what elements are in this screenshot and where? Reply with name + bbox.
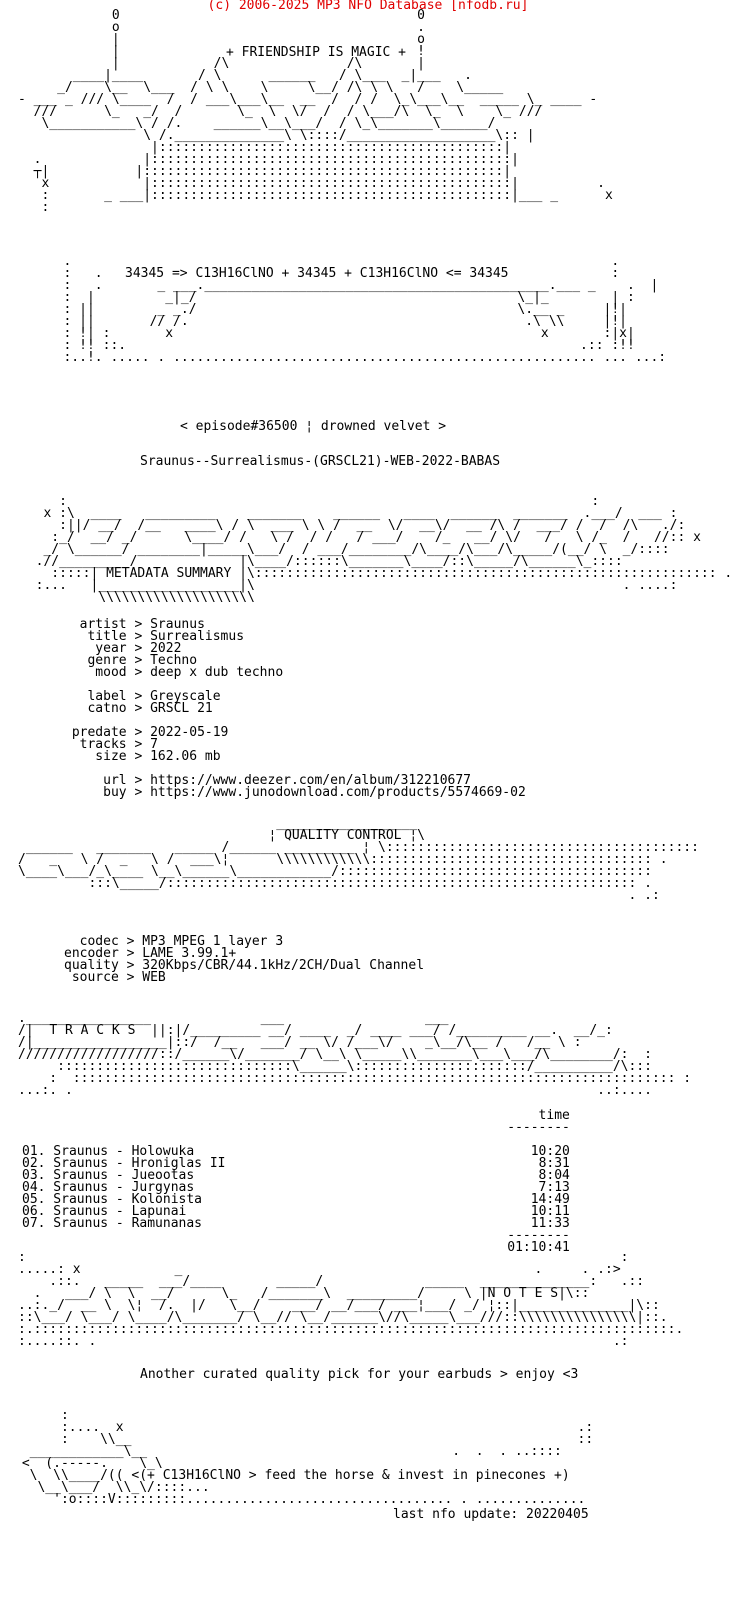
kv-value: 7 bbox=[150, 737, 158, 752]
metadata-logo: : : x :\ ____ _________ _______ ______ _… bbox=[35, 494, 733, 605]
track-row: 06. Sraunus - Lapunai 10:11 bbox=[22, 1204, 570, 1219]
track-title: 02. Sraunus - Hroniglas II bbox=[22, 1156, 226, 1171]
track-title: 05. Sraunus - Kolonista bbox=[22, 1192, 203, 1207]
kv-value: 2022 bbox=[150, 641, 182, 656]
kv-value: Sraunus bbox=[150, 617, 205, 632]
track-title: 06. Sraunus - Lapunai bbox=[22, 1204, 187, 1219]
notes-logo: : : .....: x _ . . .:> .::. _____ ___/__… bbox=[18, 1250, 684, 1349]
kv-value: Greyscale bbox=[150, 689, 221, 704]
notes-text: Another curated quality pick for your ea… bbox=[140, 1367, 579, 1382]
kv-row: title > Surrealismus bbox=[64, 629, 245, 644]
kv-key: label bbox=[64, 689, 127, 704]
kv-value: 162.06 mb bbox=[150, 749, 221, 764]
track-title: 03. Sraunus - Jueootas bbox=[22, 1168, 195, 1183]
kv-value: GRSCL 21 bbox=[150, 701, 213, 716]
track-time: 11:33 bbox=[202, 1216, 570, 1231]
formula-line: 34345 => C13H16ClNO + 34345 + C13H16ClNO… bbox=[125, 266, 509, 281]
quality-section-title: QUALITY CONTROL bbox=[284, 828, 402, 843]
kv-key: codec bbox=[64, 934, 119, 949]
notes-section-title: N O T E S bbox=[487, 1286, 559, 1301]
track-row: 07. Sraunus - Ramunanas 11:33 bbox=[22, 1216, 570, 1231]
track-title: 01. Sraunus - Holowuka bbox=[22, 1144, 195, 1159]
kv-key: predate bbox=[64, 725, 127, 740]
tracklist: time -------- 01. Sraunus - Holowuka 10:… bbox=[22, 1108, 570, 1255]
episode-line: < episode#36500 ¦ drowned velvet > bbox=[180, 419, 447, 434]
kv-row: url > https://www.deezer.com/en/album/31… bbox=[64, 773, 472, 788]
metadata-section-title: METADATA SUMMARY bbox=[106, 566, 232, 581]
arch-ascii-art: . . : . : : . _ ___.____________________… bbox=[63, 254, 667, 365]
kv-key: title bbox=[64, 629, 127, 644]
quality-logo: __________________ ¦ QUALITY CONTROL ¦\ … bbox=[18, 816, 699, 903]
kv-key: url bbox=[64, 773, 127, 788]
time-rule: -------- bbox=[22, 1228, 570, 1243]
release-name: Sraunus--Surrealismus-(GRSCL21)-WEB-2022… bbox=[140, 454, 501, 469]
footer-slogan: <(+ C13H16ClNO > feed the horse & invest… bbox=[131, 1468, 570, 1483]
kv-value: Techno bbox=[150, 653, 198, 668]
kv-key: year bbox=[64, 641, 127, 656]
track-row: 03. Sraunus - Jueootas 8:04 bbox=[22, 1168, 570, 1183]
kv-key: source bbox=[64, 970, 119, 985]
track-time: 8:31 bbox=[225, 1156, 570, 1171]
kv-value: 320Kbps/CBR/44.1kHz/2CH/Dual Channel bbox=[142, 958, 425, 973]
track-row: 02. Sraunus - Hroniglas II 8:31 bbox=[22, 1156, 570, 1171]
track-title: 04. Sraunus - Jurgynas bbox=[22, 1180, 195, 1195]
track-time: 7:13 bbox=[194, 1180, 570, 1195]
track-title: 07. Sraunus - Ramunanas bbox=[22, 1216, 203, 1231]
kv-row: encoder > LAME 3.99.1+ bbox=[64, 946, 237, 961]
track-time: 10:11 bbox=[186, 1204, 570, 1219]
kv-row: artist > Sraunus bbox=[64, 617, 205, 632]
track-row: 05. Sraunus - Kolonista 14:49 bbox=[22, 1192, 570, 1207]
kv-value: Surrealismus bbox=[150, 629, 245, 644]
track-time: 14:49 bbox=[202, 1192, 570, 1207]
kv-row: size > 162.06 mb bbox=[64, 749, 221, 764]
kv-key: size bbox=[64, 749, 127, 764]
track-time: 10:20 bbox=[194, 1144, 570, 1159]
kv-row: codec > MP3 MPEG 1 layer 3 bbox=[64, 934, 284, 949]
logo-tagline: + FRIENDSHIP IS MAGIC + bbox=[226, 45, 407, 60]
kv-row: source > WEB bbox=[64, 970, 166, 985]
kv-key: buy bbox=[64, 785, 127, 800]
nfo-header: (c) 2006-2025 MP3 NFO Database [nfodb.ru… bbox=[207, 0, 529, 13]
footer-art: : :.... x .: : \\__ :: ____________\__ bbox=[21, 1408, 594, 1507]
kv-row: predate > 2022-05-19 bbox=[64, 725, 229, 740]
last-update: last nfo update: 20220405 bbox=[393, 1507, 589, 1522]
kv-row: year > 2022 bbox=[64, 641, 182, 656]
kv-row: catno > GRSCL 21 bbox=[64, 701, 213, 716]
track-row: 01. Sraunus - Holowuka 10:20 bbox=[22, 1144, 570, 1159]
kv-row: genre > Techno bbox=[64, 653, 198, 668]
kv-row: buy > https://www.junodownload.com/produ… bbox=[64, 785, 526, 800]
kv-row: tracks > 7 bbox=[64, 737, 158, 752]
total-time: 01:10:41 bbox=[22, 1240, 570, 1255]
tracks-section-title: T R A C K S bbox=[49, 1023, 136, 1038]
kv-value: WEB bbox=[142, 970, 166, 985]
kv-row: mood > deep x dub techno bbox=[64, 665, 284, 680]
kv-key: genre bbox=[64, 653, 127, 668]
kv-row: quality > 320Kbps/CBR/44.1kHz/2CH/Dual C… bbox=[64, 958, 425, 973]
logo-ascii-art: 0 0 o . | o | ! bbox=[18, 8, 613, 215]
logo-art: 0 0 o . | o | ! bbox=[18, 8, 613, 215]
kv-value: https://www.deezer.com/en/album/31221067… bbox=[150, 773, 472, 788]
track-row: 04. Sraunus - Jurgynas 7:13 bbox=[22, 1180, 570, 1195]
metadata-list: artist > Sraunus title > Surrealismus ye… bbox=[64, 617, 526, 800]
kv-value: 2022-05-19 bbox=[150, 725, 229, 740]
tracks-logo: .________________ ___ ___ /| T R A C K S… bbox=[18, 1011, 692, 1098]
kv-key: quality bbox=[64, 958, 119, 973]
kv-value: https://www.junodownload.com/products/55… bbox=[150, 785, 526, 800]
kv-value: LAME 3.99.1+ bbox=[142, 946, 237, 961]
kv-row: label > Greyscale bbox=[64, 689, 221, 704]
kv-key: artist bbox=[64, 617, 127, 632]
kv-key: encoder bbox=[64, 946, 119, 961]
kv-value: deep x dub techno bbox=[150, 665, 284, 680]
track-time: 8:04 bbox=[194, 1168, 570, 1183]
time-header: time bbox=[22, 1108, 570, 1123]
kv-value: MP3 MPEG 1 layer 3 bbox=[142, 934, 284, 949]
kv-key: tracks bbox=[64, 737, 127, 752]
kv-key: mood bbox=[64, 665, 127, 680]
time-rule: -------- bbox=[22, 1120, 570, 1135]
kv-key: catno bbox=[64, 701, 127, 716]
